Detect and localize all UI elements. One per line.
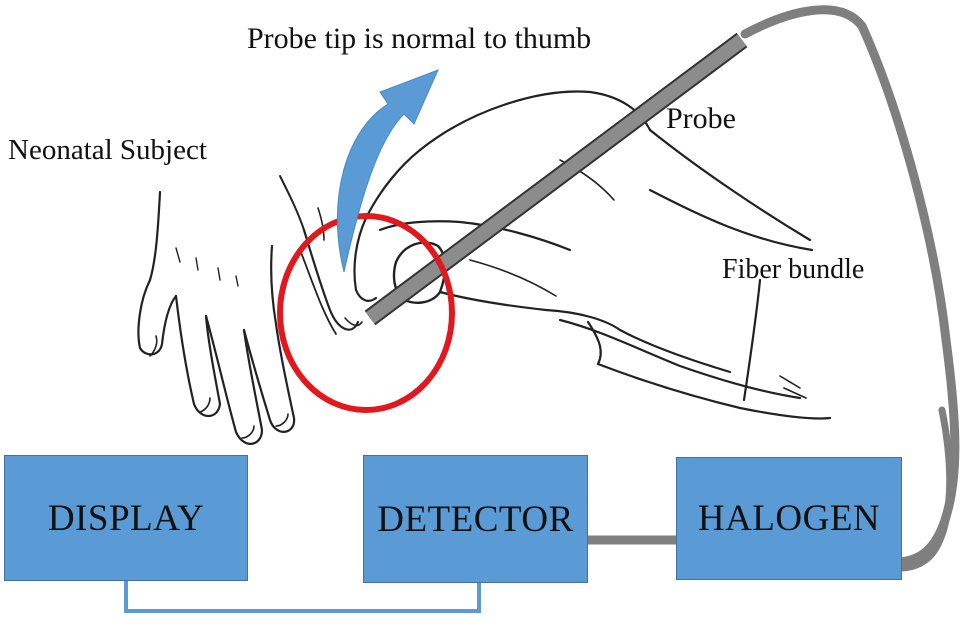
- neonatal-hand-drawing: [137, 175, 363, 445]
- fiber-bundle-cable-lower: [896, 406, 954, 572]
- curved-arrow: [336, 69, 439, 273]
- highlight-circle: [277, 213, 455, 413]
- halogen-block-label: HALOGEN: [697, 498, 881, 539]
- adult-hand-drawing: [353, 90, 832, 420]
- display-detector-connector: [124, 581, 481, 613]
- probe-tip-label: Probe tip is normal to thumb: [247, 22, 592, 55]
- fiber-bundle-label: Fiber bundle: [722, 254, 865, 285]
- neonatal-subject-label: Neonatal Subject: [8, 134, 207, 166]
- probe-rod: [364, 32, 748, 326]
- detector-block-label: DETECTOR: [377, 498, 574, 540]
- detector-block: DETECTOR: [363, 455, 588, 583]
- halogen-block: HALOGEN: [676, 457, 902, 580]
- display-block-label: DISPLAY: [47, 497, 205, 539]
- display-block: DISPLAY: [4, 455, 248, 581]
- probe-label: Probe: [666, 102, 736, 135]
